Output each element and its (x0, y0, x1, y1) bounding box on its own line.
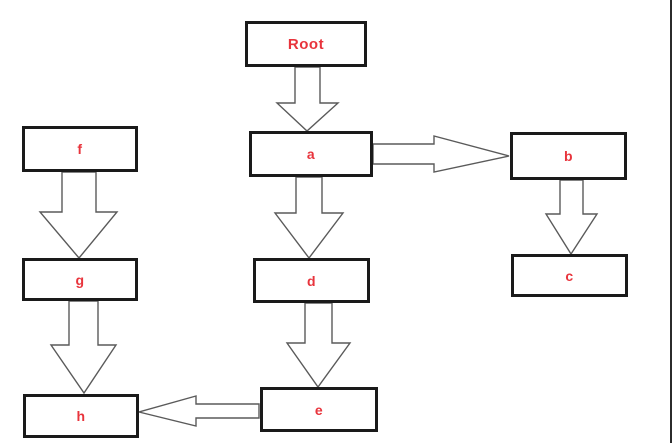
arrow-b-to-c (544, 179, 599, 256)
node-d[interactable]: d (253, 258, 370, 303)
arrow-e-to-h (136, 395, 260, 427)
node-root[interactable]: Root (245, 21, 367, 67)
node-c[interactable]: c (511, 254, 628, 297)
node-d-label: d (306, 272, 317, 289)
node-e-label: e (314, 401, 324, 418)
arrow-f-to-g (38, 171, 119, 260)
node-f-label: f (77, 141, 83, 157)
arrow-a-to-d (273, 176, 345, 260)
arrow-g-to-h (49, 300, 118, 395)
node-g[interactable]: g (22, 258, 138, 301)
node-c-label: c (565, 267, 574, 284)
arrow-a-to-b (372, 135, 510, 173)
node-root-label: Root (287, 35, 325, 53)
node-e[interactable]: e (260, 387, 378, 432)
node-b[interactable]: b (510, 132, 627, 180)
arrow-d-to-e (285, 302, 352, 389)
node-f[interactable]: f (22, 126, 138, 172)
node-b-label: b (563, 148, 574, 164)
node-h[interactable]: h (23, 394, 139, 438)
arrow-root-to-a (275, 66, 340, 132)
node-g-label: g (75, 271, 85, 288)
node-h-label: h (76, 408, 86, 424)
node-a[interactable]: a (249, 131, 373, 177)
node-a-label: a (306, 146, 316, 162)
